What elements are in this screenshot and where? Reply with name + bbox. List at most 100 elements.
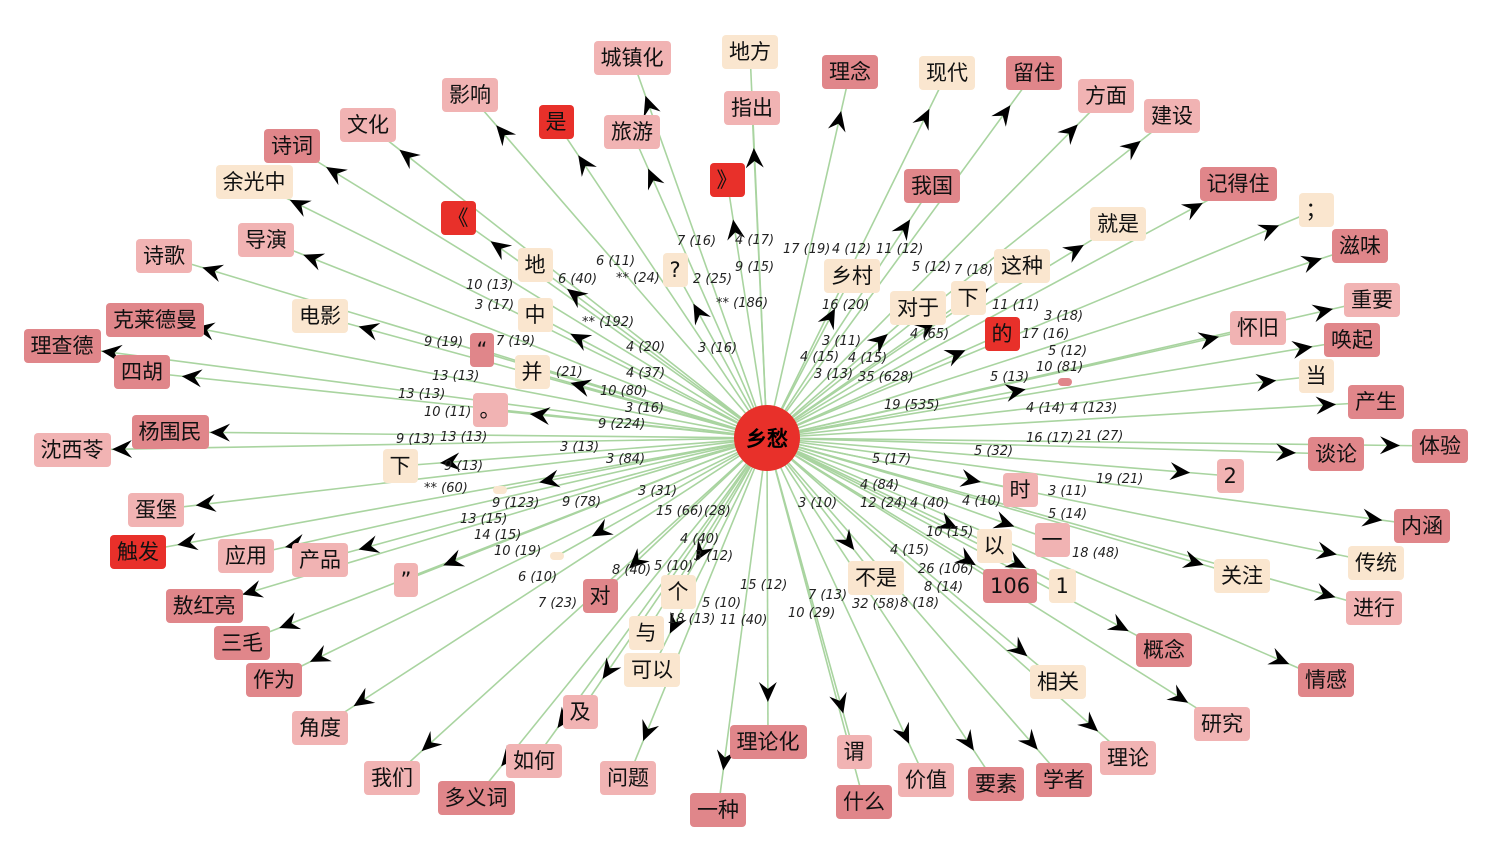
graph-node[interactable]: 1 [1048,569,1076,603]
edge [599,437,768,597]
graph-node[interactable]: 应用 [218,539,274,573]
graph-node[interactable] [1058,378,1072,386]
arrowhead-icon [935,512,958,529]
graph-node[interactable]: 相关 [1030,665,1086,699]
graph-node[interactable]: 滋味 [1332,229,1388,263]
graph-node[interactable]: 概念 [1136,633,1192,667]
graph-node[interactable]: 谈论 [1308,437,1364,471]
graph-node[interactable]: 下 [950,281,986,315]
graph-node[interactable]: 角度 [292,711,348,745]
graph-node[interactable]: 对 [582,579,618,613]
graph-node[interactable] [493,486,507,494]
graph-node[interactable]: 我们 [364,761,420,795]
graph-node[interactable]: 影响 [442,78,498,112]
graph-node[interactable]: 谓 [836,735,872,769]
graph-node[interactable]: ” [393,563,419,597]
node-label: 要素 [975,772,1017,796]
graph-node[interactable]: 蛋堡 [128,493,184,527]
graph-node[interactable]: 唤起 [1324,323,1380,357]
graph-node[interactable]: 地 [517,248,553,282]
graph-node[interactable]: 这种 [994,249,1050,283]
graph-node[interactable]: 。 [472,393,508,427]
graph-node[interactable]: 进行 [1346,591,1402,625]
graph-node[interactable]: 个 [660,575,696,609]
graph-node[interactable]: 电影 [292,299,348,333]
graph-node[interactable]: 并 [514,355,550,389]
graph-node[interactable]: 现代 [919,56,975,90]
graph-node[interactable]: 沈西苓 [33,433,111,467]
graph-node[interactable]: 研究 [1194,707,1250,741]
graph-node[interactable]: 106 [983,569,1038,603]
graph-node[interactable]: 2 [1216,459,1244,493]
graph-node[interactable]: “ [469,333,495,367]
graph-node[interactable]: 理论化 [729,725,807,759]
graph-node[interactable]: 不是 [848,561,904,595]
graph-node[interactable]: 时 [1002,473,1038,507]
graph-node[interactable]: 要素 [968,767,1024,801]
graph-node[interactable]: 关注 [1214,559,1270,593]
graph-node[interactable]: 是 [538,105,574,139]
graph-node[interactable]: 体验 [1412,429,1468,463]
graph-node[interactable]: 敖红亮 [165,589,243,623]
graph-node[interactable] [550,552,564,560]
graph-node[interactable]: 地方 [722,35,778,69]
graph-node[interactable]: 下 [382,449,418,483]
graph-node[interactable]: ； [1298,193,1334,227]
graph-node[interactable]: 及 [562,695,598,729]
graph-node[interactable]: 旅游 [604,115,660,149]
node-label: 对于 [897,296,939,320]
graph-node[interactable]: 多义词 [437,780,515,815]
graph-node[interactable]: 余光中 [215,165,293,199]
graph-node[interactable]: 《 [440,201,476,235]
graph-node[interactable]: 记得住 [1199,167,1277,201]
graph-node[interactable]: 诗歌 [136,239,192,273]
graph-node[interactable]: 的 [984,317,1020,351]
graph-node[interactable]: 如何 [506,743,562,778]
graph-node[interactable]: 文化 [340,108,396,142]
graph-node[interactable]: 问题 [600,761,656,795]
graph-node[interactable]: 对于 [890,291,946,325]
graph-node[interactable]: 克莱德曼 [106,303,204,337]
graph-node[interactable]: 就是 [1090,207,1146,241]
graph-node[interactable]: 以 [976,529,1012,563]
graph-node[interactable]: 城镇化 [593,41,671,75]
graph-node[interactable]: 触发 [110,535,166,569]
graph-node[interactable]: 与 [628,615,664,650]
graph-node[interactable]: 传统 [1348,545,1404,580]
graph-node[interactable]: 四胡 [114,355,170,389]
graph-node[interactable]: 什么 [836,785,892,819]
graph-node[interactable]: 建设 [1144,99,1200,133]
graph-node[interactable]: 学者 [1036,763,1092,797]
graph-node[interactable]: 我国 [904,169,960,203]
node-label: 诗词 [271,134,313,158]
graph-node[interactable]: 当 [1298,359,1334,393]
graph-node[interactable]: 重要 [1344,283,1400,317]
graph-node[interactable]: 理查德 [23,329,101,363]
graph-node[interactable]: 理论 [1100,741,1156,775]
graph-node[interactable]: 作为 [246,662,302,697]
graph-node[interactable]: 怀旧 [1230,311,1286,345]
graph-node[interactable]: 价值 [898,763,954,797]
edge [766,437,1423,527]
graph-node[interactable]: 三毛 [214,625,270,660]
graph-node[interactable]: 情感 [1298,663,1354,697]
graph-node[interactable]: 留住 [1006,56,1062,90]
graph-node[interactable]: 》 [709,163,745,197]
graph-node[interactable]: 一 [1034,523,1070,557]
node-label: 与 [635,620,657,645]
graph-node[interactable]: 可以 [624,652,680,687]
graph-node[interactable]: 指出 [724,91,780,125]
center-node[interactable]: 乡愁 [734,405,800,471]
graph-node[interactable]: 导演 [238,223,294,257]
graph-node[interactable]: 产品 [292,543,348,577]
graph-node[interactable]: 中 [517,298,553,332]
graph-node[interactable]: 乡村 [824,259,880,293]
graph-node[interactable]: 产生 [1348,385,1404,419]
graph-node[interactable]: 方面 [1078,79,1134,113]
graph-node[interactable]: 一种 [690,793,746,827]
graph-node[interactable]: 诗词 [264,129,320,163]
graph-node[interactable]: 理念 [822,55,878,89]
graph-node[interactable]: 内涵 [1394,508,1450,543]
graph-node[interactable]: ? [662,253,688,287]
graph-node[interactable]: 杨围民 [131,415,209,449]
